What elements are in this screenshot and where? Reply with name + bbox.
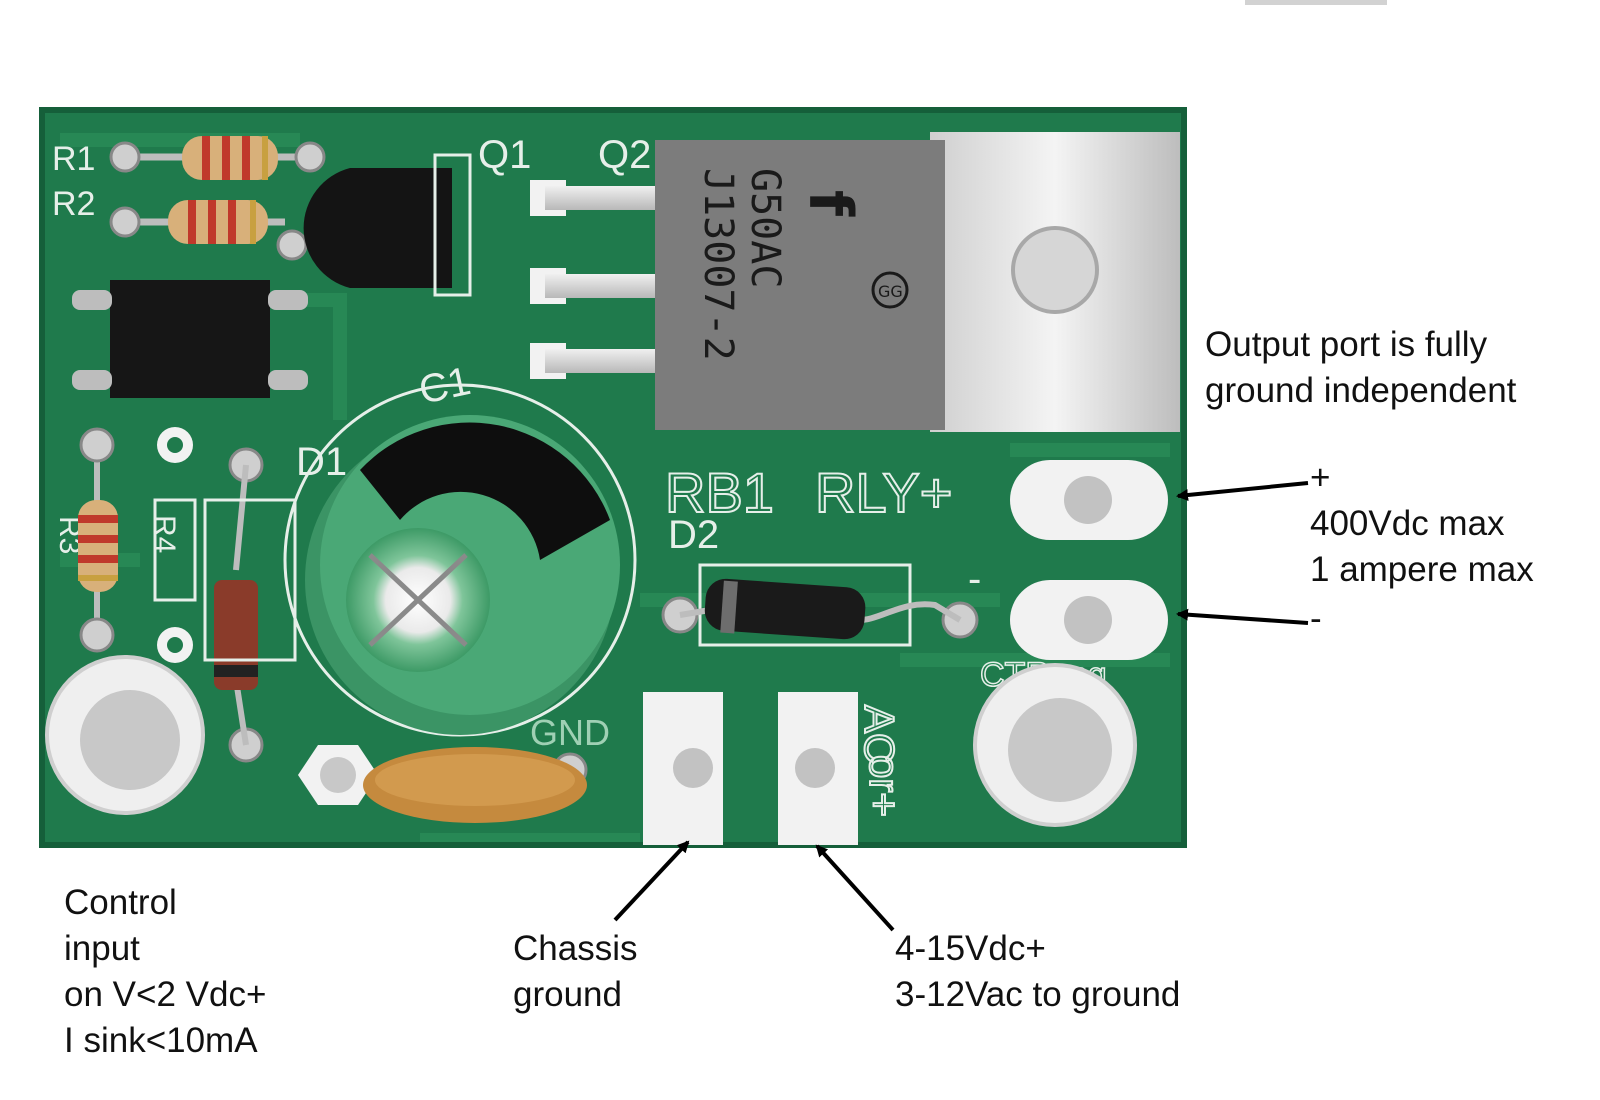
chassis-ground-line-2: ground <box>513 975 622 1014</box>
output-voltage-max: 400Vdc max <box>1310 504 1505 543</box>
silk-r2: R2 <box>52 185 95 223</box>
resistor-r4-footprint <box>153 427 197 663</box>
resistor-r3 <box>78 427 118 653</box>
output-minus-sign: - <box>1310 599 1322 638</box>
supply-note: 4-15Vdc+ 3-12Vac to ground <box>895 926 1180 1018</box>
diode-d2 <box>661 563 979 647</box>
q2-marking-line1: G50AC <box>742 168 788 288</box>
output-note: Output port is fully ground independent <box>1205 322 1516 414</box>
capacitor-c1 <box>283 383 637 737</box>
silk-rly: RLY+ <box>815 461 952 524</box>
supply-dc-line: 4-15Vdc+ <box>895 929 1046 968</box>
silk-rb1: RB1 <box>665 461 774 524</box>
q2-marking-line2: J13007-2 <box>695 168 741 361</box>
output-plus-sign: + <box>1310 458 1331 497</box>
silk-d1: D1 <box>296 440 347 484</box>
output-pad-plus <box>1010 460 1168 540</box>
control-input-line-3: on V<2 Vdc+ <box>64 975 267 1014</box>
silk-r1: R1 <box>52 140 95 178</box>
output-current-max: 1 ampere max <box>1310 550 1534 589</box>
output-note-line-1: Output port is fully <box>1205 325 1488 364</box>
output-plus-spec: + 400Vdc max 1 ampere max <box>1310 455 1534 593</box>
top-tab <box>1245 0 1387 5</box>
resistor-r1 <box>109 136 326 180</box>
output-pad-minus <box>1010 580 1168 660</box>
silk-d2: D2 <box>668 513 719 557</box>
ceramic-capacitor <box>298 745 588 823</box>
output-note-line-2: ground independent <box>1205 371 1517 410</box>
resistor-r2 <box>109 200 308 261</box>
svg-text:f: f <box>795 190 865 217</box>
silk-q2: Q2 <box>598 133 651 177</box>
arrow-output-plus <box>1176 481 1309 501</box>
transistor-q1 <box>303 153 472 297</box>
transistor-q2: f G50AC J13007-2 GG <box>530 132 1180 432</box>
chassis-ground-note: Chassis ground <box>513 926 637 1018</box>
q2-marking-badge: GG <box>878 282 903 301</box>
input-pad-supply <box>778 692 858 845</box>
control-input-line-4: I sink<10mA <box>64 1021 258 1060</box>
silk-minus: - <box>968 557 981 601</box>
silk-or-plus: or+ <box>861 755 908 817</box>
silk-ac: AC <box>856 705 903 763</box>
arrow-supply <box>815 844 895 932</box>
silk-q1: Q1 <box>478 133 531 177</box>
chassis-ground-line-1: Chassis <box>513 929 638 968</box>
control-input-line-1: Control <box>64 883 177 922</box>
optocoupler <box>72 280 308 398</box>
silk-gnd: GND <box>530 712 610 753</box>
input-pad-gnd <box>643 692 723 845</box>
pcb-shade <box>39 107 1187 848</box>
mounting-hole-left <box>45 655 205 815</box>
arrow-output-minus <box>1176 608 1309 625</box>
arrow-chassis-ground <box>613 840 690 922</box>
control-input-line-2: input <box>64 929 140 968</box>
mounting-hole-right <box>973 663 1137 827</box>
diode-d1 <box>203 447 297 763</box>
supply-ac-line: 3-12Vac to ground <box>895 975 1181 1014</box>
silk-r4: R4 <box>148 515 181 553</box>
control-input-note: Control input on V<2 Vdc+ I sink<10mA <box>64 880 266 1064</box>
